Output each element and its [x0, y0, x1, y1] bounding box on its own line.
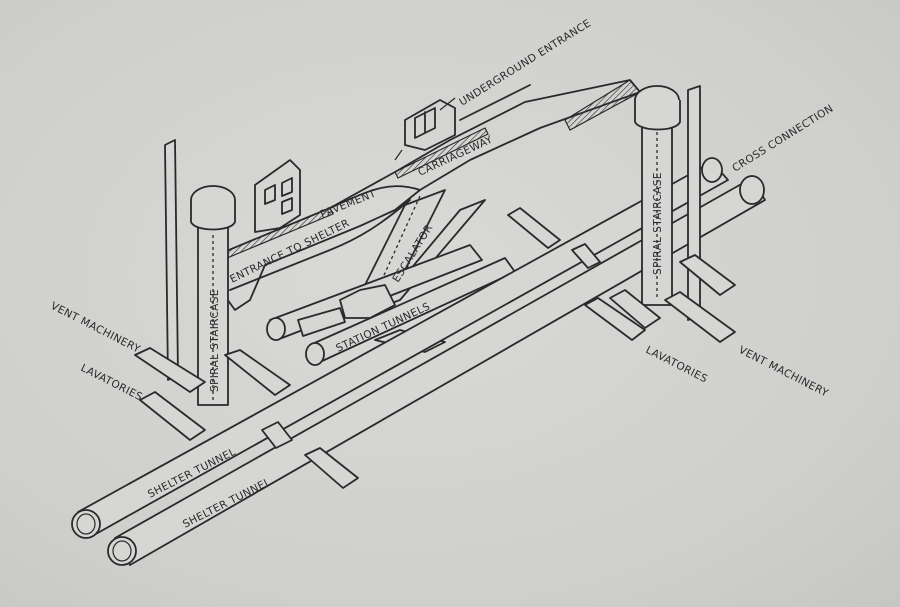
lavatories-right-tube-2	[609, 289, 661, 329]
leader-carriageway	[394, 149, 403, 161]
left-side-tube	[224, 349, 291, 396]
label-underground-entrance: UNDERGROUND ENTRANCE	[457, 17, 593, 108]
label-lavatories-left: LAVATORIES	[79, 362, 145, 403]
lavatories-left-tube	[139, 391, 206, 441]
staircase-drum-right	[634, 100, 681, 131]
leader-underground-entrance	[439, 97, 456, 111]
label-cross-connection: CROSS CONNECTION	[730, 102, 835, 174]
vent-shaft-right	[687, 85, 701, 321]
station-tunnels	[266, 244, 516, 366]
building	[254, 159, 301, 233]
tunnel-stub-bottom	[304, 447, 359, 489]
station-tunnel-lower-end	[305, 342, 325, 366]
shelter-tunnel-lower-ring	[112, 540, 132, 562]
vent-machinery-right-tube	[664, 291, 736, 343]
slope-lower-edge	[229, 199, 411, 291]
street-level	[199, 79, 641, 311]
carriageway-kerb	[394, 127, 489, 179]
label-vent-machinery-left: VENT MACHINERY	[49, 300, 143, 356]
shelter-tunnels	[71, 157, 766, 566]
vent-machinery-left-tube	[134, 347, 206, 393]
entrance-slope	[229, 185, 421, 291]
label-spiral-staircase-left: SPIRAL STAIRCASE	[209, 289, 221, 392]
lavatories-right-tube	[584, 297, 646, 341]
shelter-tunnel-upper-far-end	[701, 157, 723, 183]
underground-entrance-kiosk	[404, 99, 456, 151]
shelter-tunnel-upper-ring	[76, 513, 96, 535]
label-spiral-staircase-right: SPIRAL STAIRCASE	[652, 172, 664, 275]
station-chamber	[339, 284, 396, 319]
tunnel-joint	[261, 421, 293, 449]
leader-lines	[394, 97, 456, 161]
shelter-tunnel-lower-far-end	[739, 175, 765, 205]
vent-shaft-left	[164, 139, 179, 381]
station-tunnel-upper-end	[266, 317, 286, 341]
spiral-staircase-left	[134, 139, 291, 441]
spiral-staircase-right	[584, 85, 736, 343]
cross-passage-1	[297, 307, 346, 337]
pavement-kerb-right	[564, 79, 641, 131]
label-vent-machinery-right: VENT MACHINERY	[737, 344, 831, 400]
right-side-tube	[679, 254, 736, 296]
label-pavement: PAVEMENT	[319, 187, 379, 220]
label-lavatories-right: LAVATORIES	[644, 344, 710, 385]
slope-edge	[329, 185, 421, 209]
street-edge	[459, 84, 531, 121]
pavement-outline	[199, 79, 641, 311]
staircase-drum-left	[190, 200, 236, 231]
tunnel-joint-2	[571, 243, 601, 269]
cross-connection-stub	[507, 207, 561, 249]
